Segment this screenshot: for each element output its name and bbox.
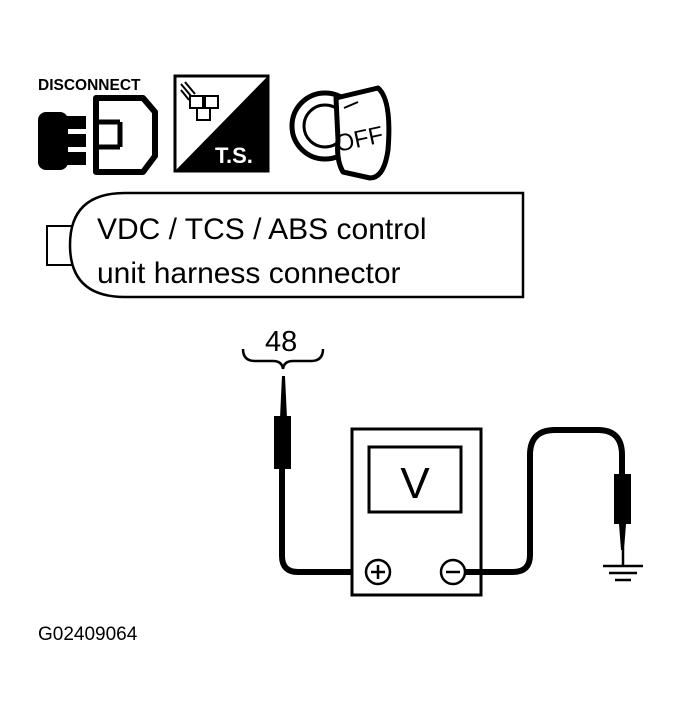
positive-lead: [279, 469, 366, 575]
ts-label: T.S.: [215, 143, 253, 168]
connector-label-line1: VDC / TCS / ABS control: [97, 213, 427, 246]
positive-terminal: [364, 558, 392, 586]
disconnect-label: DISCONNECT: [38, 77, 141, 94]
positive-probe: [274, 376, 291, 469]
connector-label-line2: unit harness connector: [97, 257, 401, 290]
harness-connector: VDC / TCS / ABS control unit harness con…: [46, 191, 525, 299]
negative-lead: [465, 427, 625, 575]
negative-probe: [614, 474, 631, 550]
terminal-number: 48: [265, 326, 297, 358]
meter-display-label: V: [400, 459, 430, 508]
terminal-side-icon: T.S.: [173, 74, 270, 173]
voltmeter: V: [350, 427, 483, 597]
negative-terminal: [439, 558, 467, 586]
ground-symbol-icon: [603, 548, 643, 582]
disconnect-icon: DISCONNECT: [38, 77, 158, 175]
terminal-bracket: [241, 348, 325, 370]
ignition-key-off-icon: OFF: [289, 85, 392, 181]
figure-id: G02409064: [38, 624, 138, 645]
